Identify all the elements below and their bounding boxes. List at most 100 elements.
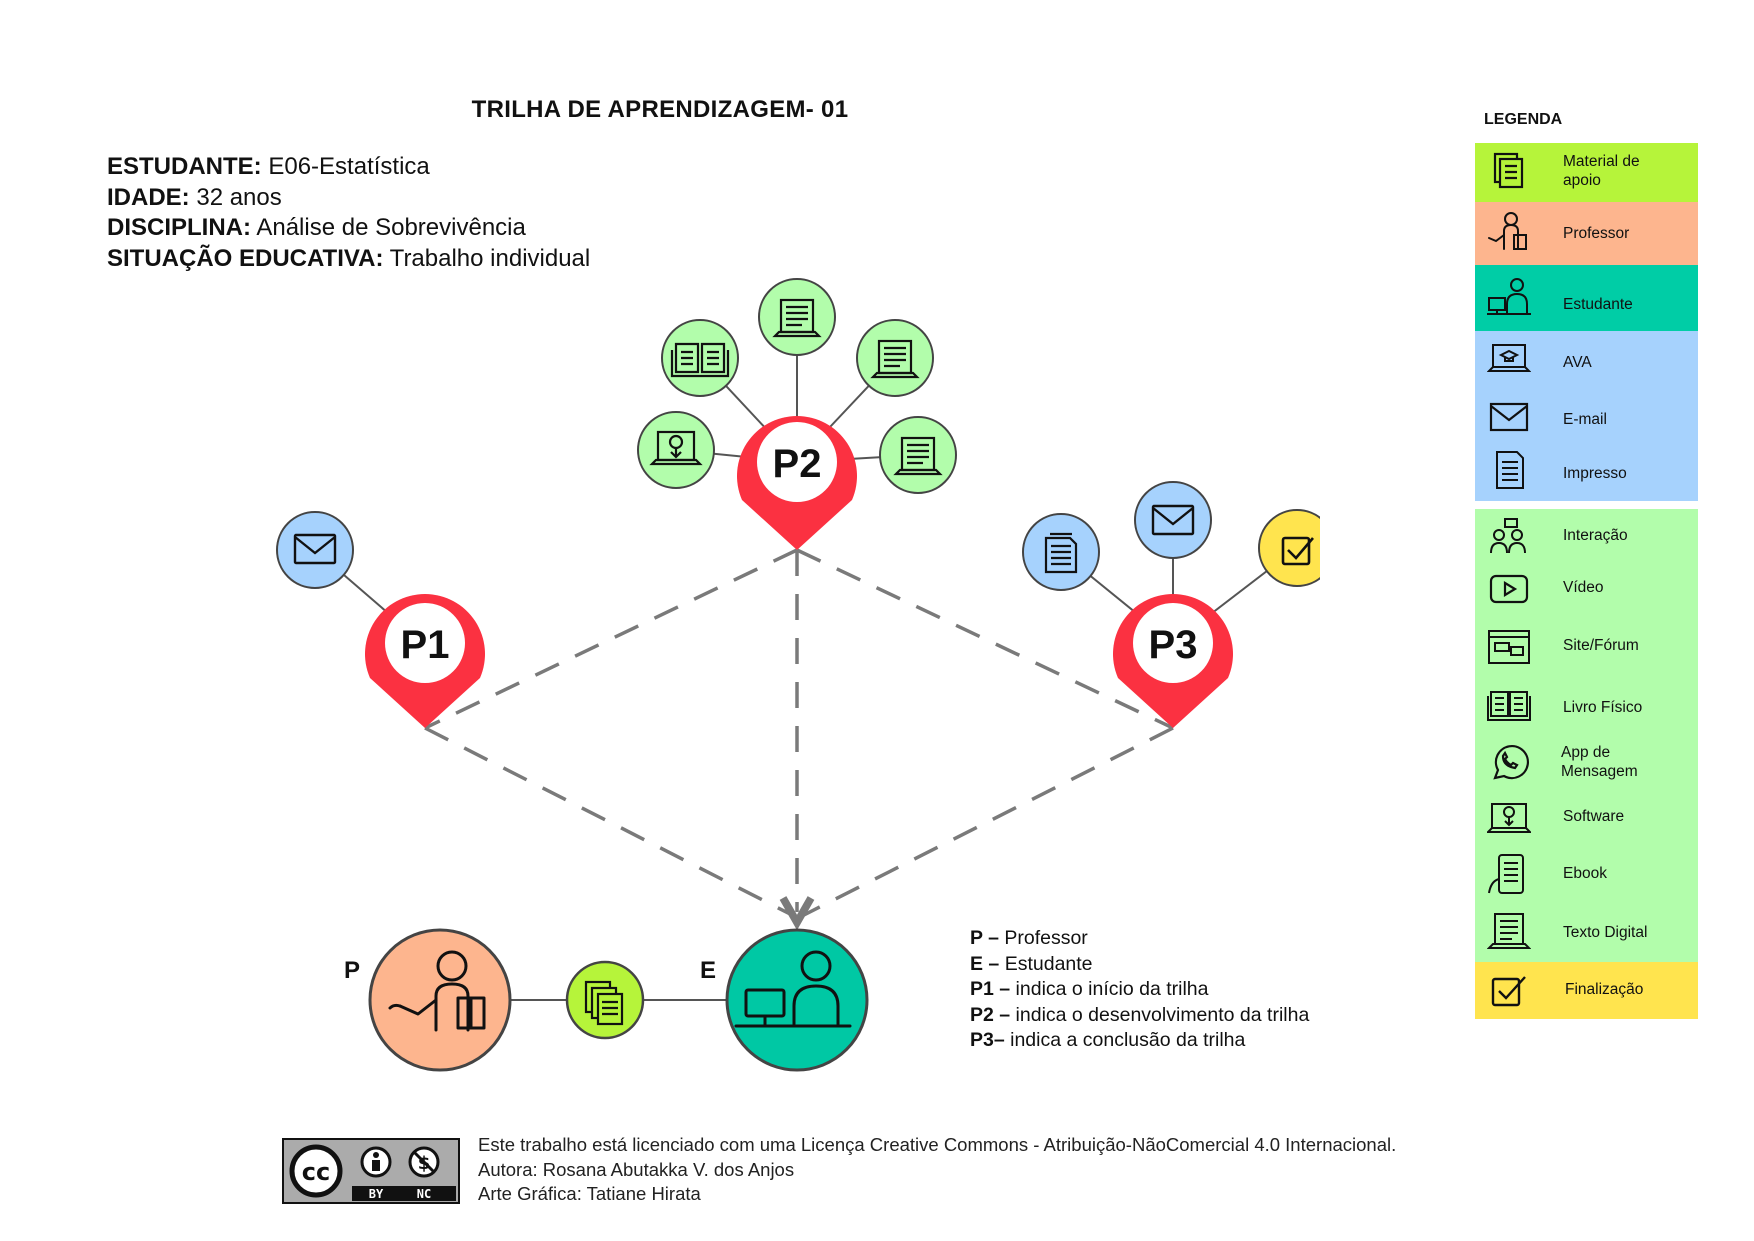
- art-credit-text: Arte Gráfica: Tatiane Hirata: [478, 1183, 701, 1204]
- p1-email-resource: [276, 511, 354, 589]
- browser-forum-icon: [1488, 630, 1530, 664]
- pin-p2-label: P2: [773, 442, 822, 486]
- note-item: P2 – indica o desenvolvimento da trilha: [970, 1003, 1309, 1029]
- legend-label: E-mail: [1563, 411, 1607, 428]
- estudante-node: E: [700, 928, 869, 1072]
- p2-digital-text-resource-1: [758, 278, 836, 356]
- cc-text: cc: [302, 1158, 330, 1186]
- info-value: Análise de Sobrevivência: [256, 214, 526, 241]
- by-text: BY: [369, 1187, 384, 1201]
- legend-row-interacao: [1475, 501, 1698, 509]
- trail-p2-to-p1: [424, 548, 798, 730]
- pin-p3-label: P3: [1149, 623, 1198, 667]
- p3-printed-resource: [1022, 513, 1100, 591]
- legend-label: Vídeo: [1563, 579, 1604, 596]
- note-text: indica o início da trilha: [1015, 978, 1209, 1000]
- creative-commons-badge: cc $ BY NC: [282, 1138, 460, 1204]
- note-text: indica a conclusão da trilha: [1010, 1029, 1246, 1051]
- legend-label: Site/Fórum: [1563, 637, 1639, 654]
- note-text: Estudante: [1004, 952, 1093, 975]
- estudante-letter: E: [700, 957, 716, 984]
- credits: Este trabalho está licenciado com uma Li…: [478, 1133, 1396, 1207]
- laptop-graduation-icon: [1487, 344, 1531, 372]
- legend-label: Software: [1563, 808, 1625, 825]
- documents-icon: [1493, 152, 1524, 189]
- legend-label: Finalização: [1565, 981, 1644, 998]
- p2-book-resource: [661, 319, 739, 397]
- legend-row-livro: Livro Físico: [1475, 676, 1698, 733]
- info-value: 32 anos: [196, 183, 282, 211]
- legend-label: App de Mensagem: [1561, 744, 1638, 780]
- digital-text-laptop-icon: [1487, 913, 1531, 949]
- student-info: ESTUDANTE: E06-Estatística IDADE: 32 ano…: [107, 152, 590, 274]
- envelope-icon: [1151, 504, 1195, 536]
- p2-digital-text-resource-2: [856, 319, 934, 397]
- legend-row-ebook: Ebook: [1475, 847, 1698, 904]
- note-item: E – Estudante: [970, 952, 1309, 978]
- legend-row-professor: Professor: [1475, 202, 1698, 265]
- trail-lines: [424, 548, 1174, 916]
- legend-row-finalizacao: Finalização: [1475, 962, 1698, 1019]
- info-label: DISCIPLINA:: [107, 214, 251, 241]
- note-text: indica o desenvolvimento da trilha: [1015, 1003, 1310, 1026]
- legend: Material de apoio Professor Estudante AV…: [1475, 143, 1698, 1019]
- note-item: P1 – indica o início da trilha: [970, 977, 1309, 1003]
- legend-label: Estudante: [1563, 296, 1633, 313]
- legend-row-texto-digital: Texto Digital: [1475, 904, 1698, 962]
- open-book-icon: [670, 342, 730, 378]
- author-text: Autora: Rosana Abutakka V. dos Anjos: [478, 1158, 795, 1180]
- software-download-icon: [1487, 803, 1531, 833]
- whatsapp-icon: [1493, 745, 1529, 780]
- software-download-icon: [649, 430, 703, 466]
- trail-p2-to-p3: [796, 548, 1174, 730]
- note-key: P –: [970, 927, 999, 949]
- digital-text-laptop-icon: [870, 339, 920, 379]
- legend-row-email: E-mail: [1475, 388, 1698, 445]
- info-value: Trabalho individual: [389, 244, 591, 272]
- legend-row-ava: AVA: [1475, 331, 1698, 388]
- info-value: E06-Estatística: [268, 153, 430, 180]
- professor-letter: P: [344, 957, 360, 984]
- info-label: ESTUDANTE:: [107, 153, 262, 180]
- documents-icon: [584, 980, 624, 1026]
- legend-label: Material de apoio: [1563, 153, 1640, 189]
- legend-row-material: Material de apoio: [1475, 143, 1698, 202]
- student-computer-icon: [1487, 278, 1531, 315]
- p2-software-resource: [637, 411, 715, 489]
- p3-finalization-resource: [1258, 509, 1320, 587]
- info-label: IDADE:: [107, 183, 190, 211]
- digital-text-laptop-icon: [772, 298, 822, 338]
- pin-p1-label: P1: [401, 623, 450, 667]
- legend-label: Professor: [1563, 225, 1630, 242]
- professor-node: P: [344, 928, 512, 1072]
- pin-p1: P1: [365, 594, 486, 728]
- legend-title: LEGENDA: [1484, 111, 1563, 128]
- pin-p2: P2: [737, 416, 857, 550]
- note-key: P1 –: [970, 978, 1011, 1000]
- legend-label: Texto Digital: [1563, 924, 1648, 941]
- legend-row-interacao: Interação: [1475, 509, 1698, 562]
- legend-row-site-forum: Site/Fórum: [1475, 619, 1698, 676]
- p3-email-resource: [1134, 481, 1212, 559]
- printed-document-icon: [1496, 451, 1524, 489]
- digital-text-laptop-icon: [893, 436, 943, 476]
- pin-p3: P3: [1113, 594, 1234, 728]
- legend-row-estudante: Estudante: [1475, 265, 1698, 331]
- info-row-situation: SITUAÇÃO EDUCATIVA: Trabalho individual: [107, 244, 590, 275]
- note-item: P – Professor: [970, 926, 1309, 952]
- info-row-discipline: DISCIPLINA: Análise de Sobrevivência: [107, 213, 590, 244]
- envelope-icon: [293, 533, 337, 565]
- legend-label: Interação: [1563, 527, 1628, 544]
- legend-row-app-mensagem: App de Mensagem: [1475, 733, 1698, 790]
- license-text: Este trabalho está licenciado com uma Li…: [478, 1134, 1397, 1155]
- legend-label: AVA: [1563, 354, 1592, 371]
- abbreviation-notes: P – Professor E – Estudante P1 – indica …: [970, 926, 1309, 1054]
- checkbox-icon: [1281, 536, 1314, 566]
- note-key: P2 –: [970, 1003, 1011, 1026]
- envelope-icon: [1489, 402, 1529, 432]
- note-key: P3–: [970, 1029, 1005, 1051]
- printed-document-icon: [1044, 532, 1078, 574]
- legend-label: Livro Físico: [1563, 699, 1643, 716]
- student-computer-icon: [734, 950, 852, 1028]
- p2-digital-text-resource-3: [879, 416, 957, 494]
